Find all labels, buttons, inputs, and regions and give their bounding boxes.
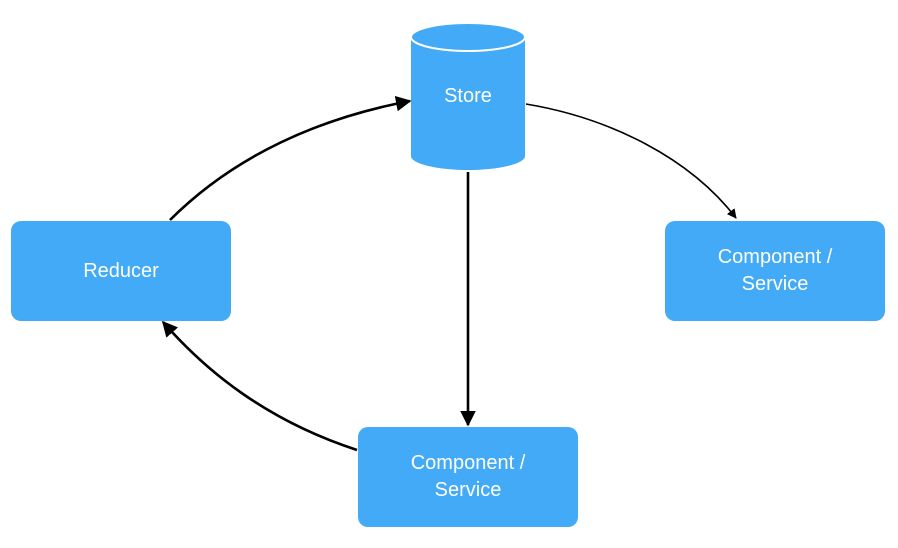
component-service-label-bottom: Component / Service (410, 452, 526, 501)
store-cylinder[interactable] (410, 22, 526, 170)
component-service-node-bottom[interactable]: Component / Service (358, 427, 578, 527)
reducer-node[interactable]: Reducer (11, 221, 231, 321)
component-service-label-right: Component / Service (717, 246, 833, 295)
store-label: Store (444, 85, 492, 107)
edge-reducer-to-store (169, 95, 412, 221)
reducer-label: Reducer (83, 259, 159, 282)
edge-store-to-component-right (525, 103, 737, 219)
edge-component-bottom-to-reducer (161, 320, 358, 452)
component-service-node-right[interactable]: Component / Service (665, 221, 885, 321)
